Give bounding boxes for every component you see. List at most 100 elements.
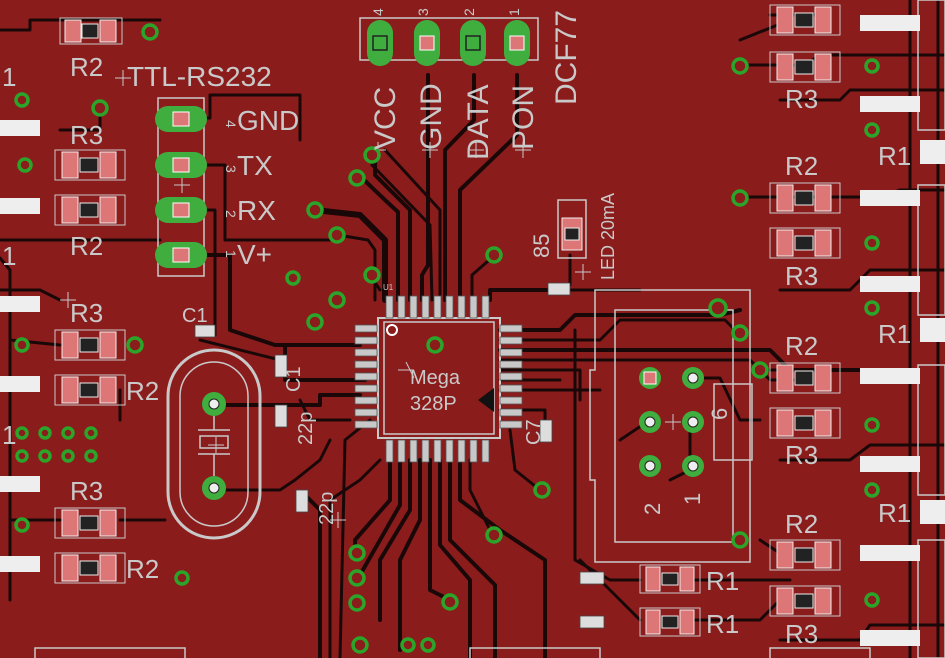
gnd-top-label: GND: [415, 83, 448, 150]
vias: [14, 23, 880, 654]
edge-pads: [0, 15, 945, 646]
22p-b-label: 22p: [316, 492, 338, 525]
led-outline: [557, 199, 587, 259]
r1-edge-1-label: R1: [878, 141, 911, 171]
one-edge-3-label: 1: [2, 420, 16, 450]
resistor-r1-bottom-2: [639, 607, 701, 637]
resistor-right-6: [769, 407, 841, 439]
right-connector-2: [917, 184, 945, 316]
smd-capacitors: [194, 282, 605, 629]
mcu-pins: [354, 295, 523, 463]
r85-label: 85: [529, 234, 554, 258]
left-pin-4: 4: [223, 120, 239, 128]
crystal-inner-outline: [179, 361, 249, 527]
gnd-label: GND: [237, 105, 299, 136]
one-edge-1-label: 1: [2, 62, 16, 92]
r2-right-1-label: R2: [785, 151, 818, 181]
r2-top-left-label: R2: [70, 52, 103, 82]
origin-marks: [60, 70, 681, 528]
crystal-pads: [198, 392, 230, 500]
right-connector-4: [917, 539, 945, 658]
resistor-right-2: [769, 51, 841, 83]
top-pin-1: 1: [506, 8, 522, 16]
c1-label: C1: [182, 305, 208, 327]
r2-right-2-label: R2: [785, 331, 818, 361]
dcf77-label: DCF77: [550, 10, 583, 105]
c7-label: C7: [523, 419, 545, 445]
resistor-r3-left-3: [54, 507, 126, 539]
pin1-marker: [386, 324, 398, 336]
resistor-r1-bottom-1: [639, 564, 701, 594]
resistor-r3-left-2: [54, 329, 126, 361]
resistor-r2-left-2: [54, 374, 126, 406]
top-pin-4: 4: [370, 8, 386, 16]
resistor-r2-left-3: [54, 552, 126, 584]
r3-right-3-label: R3: [785, 440, 818, 470]
resistor-r2-top-left: [59, 17, 123, 45]
r3-right-1-label: R3: [785, 84, 818, 114]
resistor-right-1: [769, 4, 841, 36]
led-smd: [561, 217, 583, 251]
resistor-right-5: [769, 362, 841, 394]
vcc-label: VCC: [369, 87, 402, 150]
isp-key: [713, 383, 753, 461]
isp-connector-inner: [614, 309, 734, 543]
resistor-right-8: [769, 585, 841, 617]
resistor-r2-left-1: [54, 194, 126, 226]
bottom-connector-1: [34, 647, 186, 658]
rs232-header-outline: [157, 97, 205, 277]
right-connector-1: [917, 0, 945, 131]
bottom-connector-3: [769, 647, 871, 658]
silk-text: TTL-RS232 GND TX RX V+ 4 3 2 1 4 3 2 1 V…: [2, 8, 911, 649]
dcf77-header: [367, 20, 530, 66]
bottom-connector-2: [469, 647, 601, 658]
r1-bottom-2-label: R1: [706, 609, 739, 639]
22p-a-label: 22p: [295, 412, 317, 445]
one-edge-2-label: 1: [2, 241, 16, 271]
r3-right-4-label: R3: [785, 619, 818, 649]
left-pin-1: 1: [223, 250, 239, 258]
isp-pads: [639, 367, 704, 477]
dcf77-header-outline: [359, 17, 539, 61]
smd-resistors: [54, 4, 841, 637]
mcu-chip: [354, 295, 523, 463]
isp-pin-2: 2: [640, 503, 665, 515]
silkscreen: [34, 0, 945, 658]
ttl-rs232-label: TTL-RS232: [127, 61, 272, 92]
r2-left-3-label: R2: [126, 554, 159, 584]
data-label: DATA: [462, 84, 495, 160]
rx-label: RX: [237, 195, 276, 226]
right-connector-3: [917, 364, 945, 496]
resistor-right-3: [769, 182, 841, 214]
resistor-right-4: [769, 227, 841, 259]
p328-label: 328P: [410, 393, 457, 415]
rs232-header: [155, 106, 207, 268]
led-label: LED 20mA: [598, 193, 618, 280]
r3-left-1-label: R3: [70, 120, 103, 150]
r1-bottom-1-label: R1: [706, 566, 739, 596]
vplus-label: V+: [237, 239, 272, 270]
mega-label: Mega: [410, 367, 461, 389]
r1-edge-3-label: R1: [878, 498, 911, 528]
isp-pin-1: 1: [680, 493, 705, 505]
r1-edge-2-label: R1: [878, 319, 911, 349]
r3-right-2-label: R3: [785, 261, 818, 291]
c1b-label: C1: [283, 366, 305, 392]
r3-left-2-label: R3: [70, 298, 103, 328]
left-pin-3: 3: [223, 165, 239, 173]
r2-right-3-label: R2: [785, 509, 818, 539]
r2-left-2-label: R2: [126, 376, 159, 406]
r3-left-3-label: R3: [70, 476, 103, 506]
top-pin-2: 2: [461, 8, 477, 16]
mcu-fill-marker: [478, 388, 494, 412]
crystal-outline: [166, 348, 262, 540]
top-pin-3: 3: [415, 8, 431, 16]
isp-connector-outline: [589, 289, 751, 563]
pon-label: PON: [507, 85, 540, 150]
resistor-r3-left-1: [54, 149, 126, 181]
resistor-right-7: [769, 539, 841, 571]
r2-left-1-label: R2: [70, 231, 103, 261]
isp-pin-6: 6: [707, 408, 732, 420]
tx-label: TX: [237, 150, 273, 181]
